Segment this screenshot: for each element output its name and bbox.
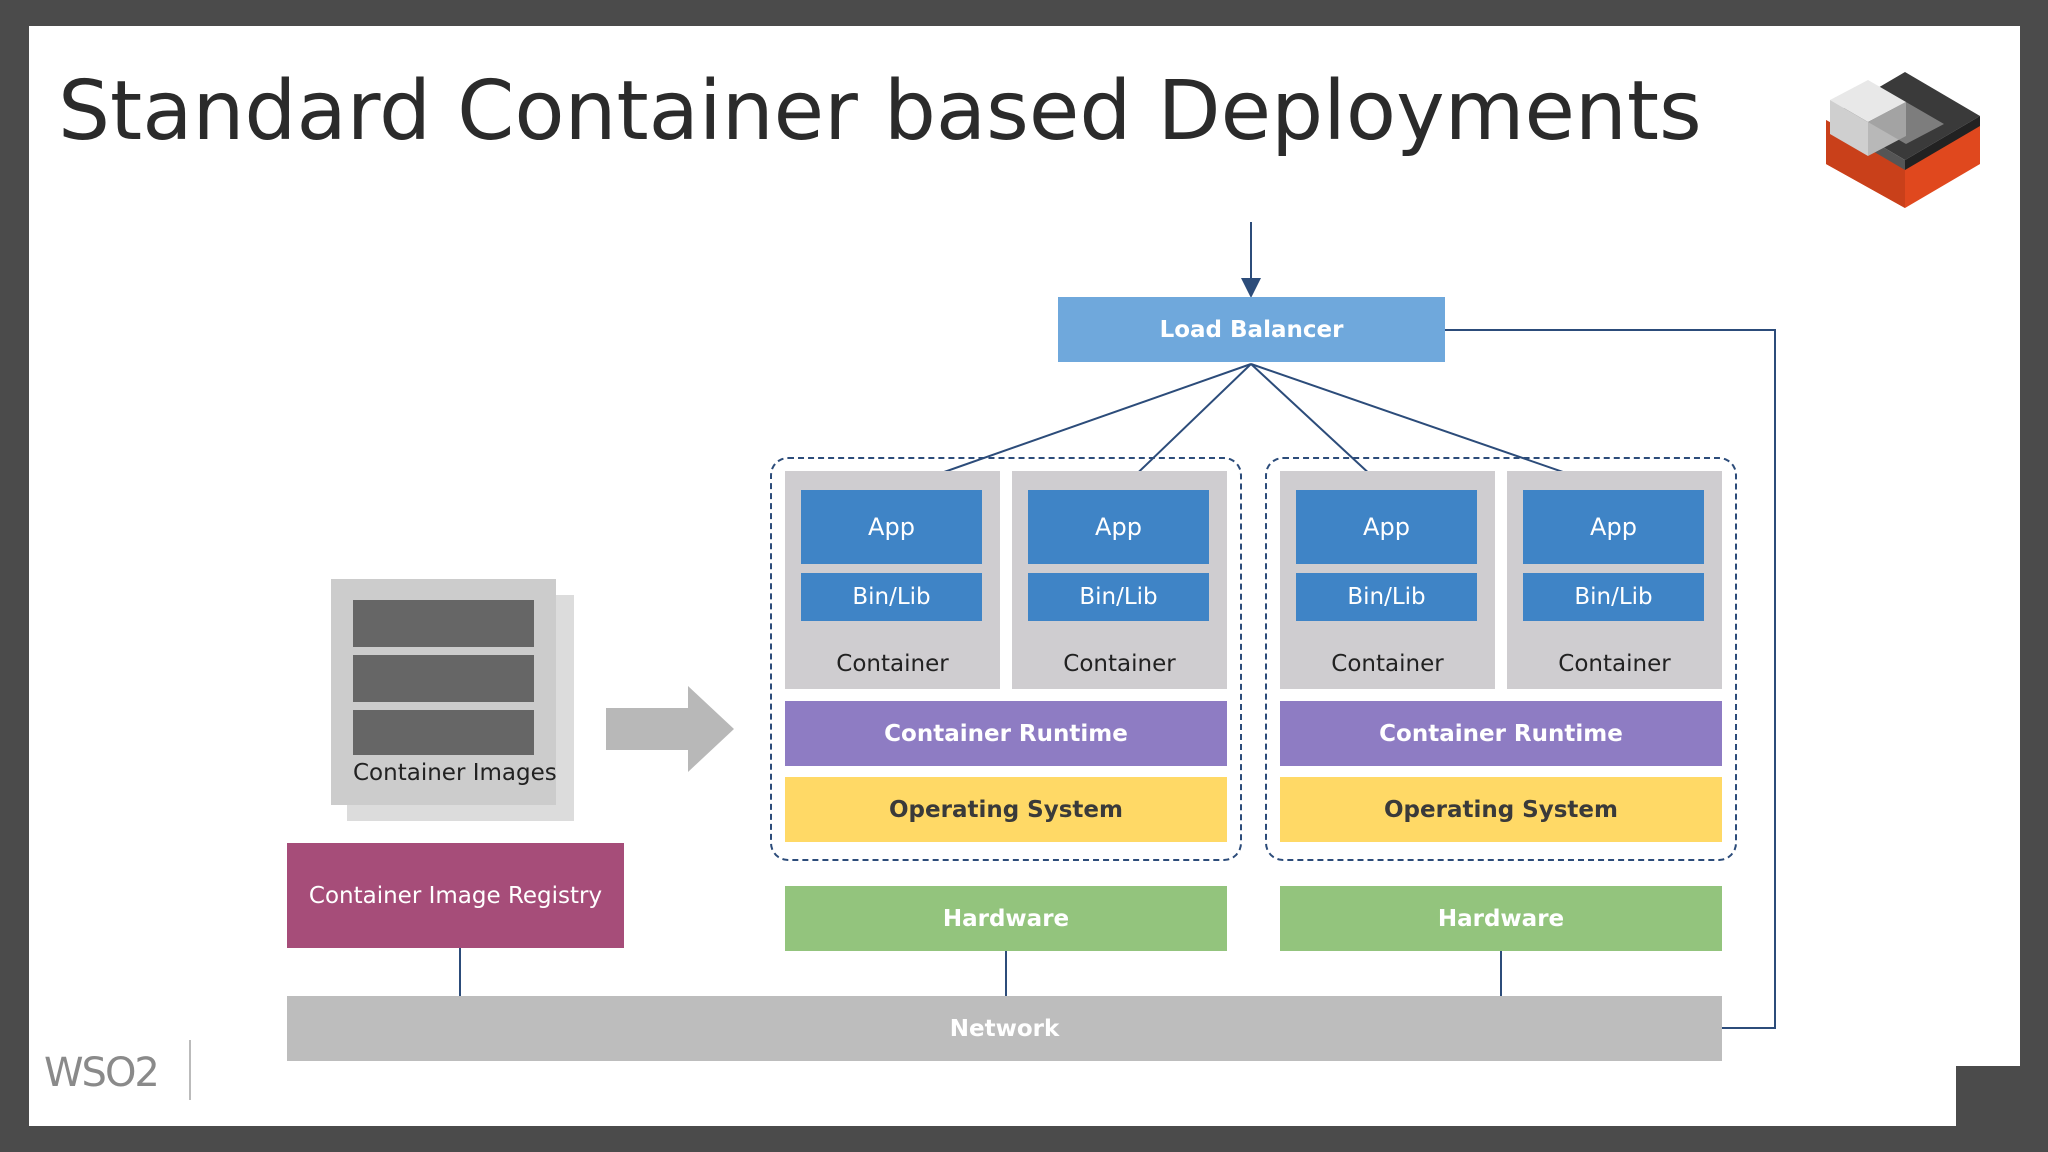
bin-lib-box: Bin/Lib <box>1028 573 1209 621</box>
deploy-arrow-icon <box>606 686 734 772</box>
app-box: App <box>1523 490 1704 564</box>
bin-lib-box: Bin/Lib <box>1296 573 1477 621</box>
container-cube-logo-icon <box>1826 72 1980 208</box>
container-label: Container <box>1331 651 1444 677</box>
image-layer <box>353 655 534 702</box>
hardware-1[interactable]: Hardware <box>785 886 1227 951</box>
container-image-registry[interactable]: Container Image Registry <box>287 843 624 948</box>
lb-arrow-1 <box>889 363 1252 495</box>
app-box: App <box>1296 490 1477 564</box>
lb-network-link <box>1445 329 1776 1029</box>
page-title: Standard Container based Deployments <box>58 64 1702 159</box>
lb-arrow-4 <box>1250 363 1619 495</box>
app-box: App <box>1028 490 1209 564</box>
container-label: Container <box>836 651 949 677</box>
container-label: Container <box>1558 651 1671 677</box>
container-runtime-1[interactable]: Container Runtime <box>785 701 1227 766</box>
hardware-2[interactable]: Hardware <box>1280 886 1722 951</box>
operating-system-2[interactable]: Operating System <box>1280 777 1722 842</box>
container-runtime-2[interactable]: Container Runtime <box>1280 701 1722 766</box>
load-balancer[interactable]: Load Balancer <box>1058 297 1445 362</box>
wso2-logo: WSO2 <box>44 1050 160 1096</box>
host-2-boundary <box>1265 457 1737 861</box>
operating-system-1[interactable]: Operating System <box>785 777 1227 842</box>
slide-corner <box>1956 1066 2020 1126</box>
bin-lib-box: Bin/Lib <box>1523 573 1704 621</box>
app-box: App <box>801 490 982 564</box>
lb-arrow-3 <box>1250 363 1390 493</box>
container-label: Container <box>1063 651 1176 677</box>
image-layer <box>353 710 534 755</box>
image-layer <box>353 600 534 647</box>
bin-lib-box: Bin/Lib <box>801 573 982 621</box>
host-1-boundary <box>770 457 1242 861</box>
network[interactable]: Network <box>287 996 1722 1061</box>
container-images-label: Container Images <box>353 760 557 786</box>
footer-divider <box>189 1040 191 1100</box>
lb-arrow-2 <box>1117 363 1252 493</box>
